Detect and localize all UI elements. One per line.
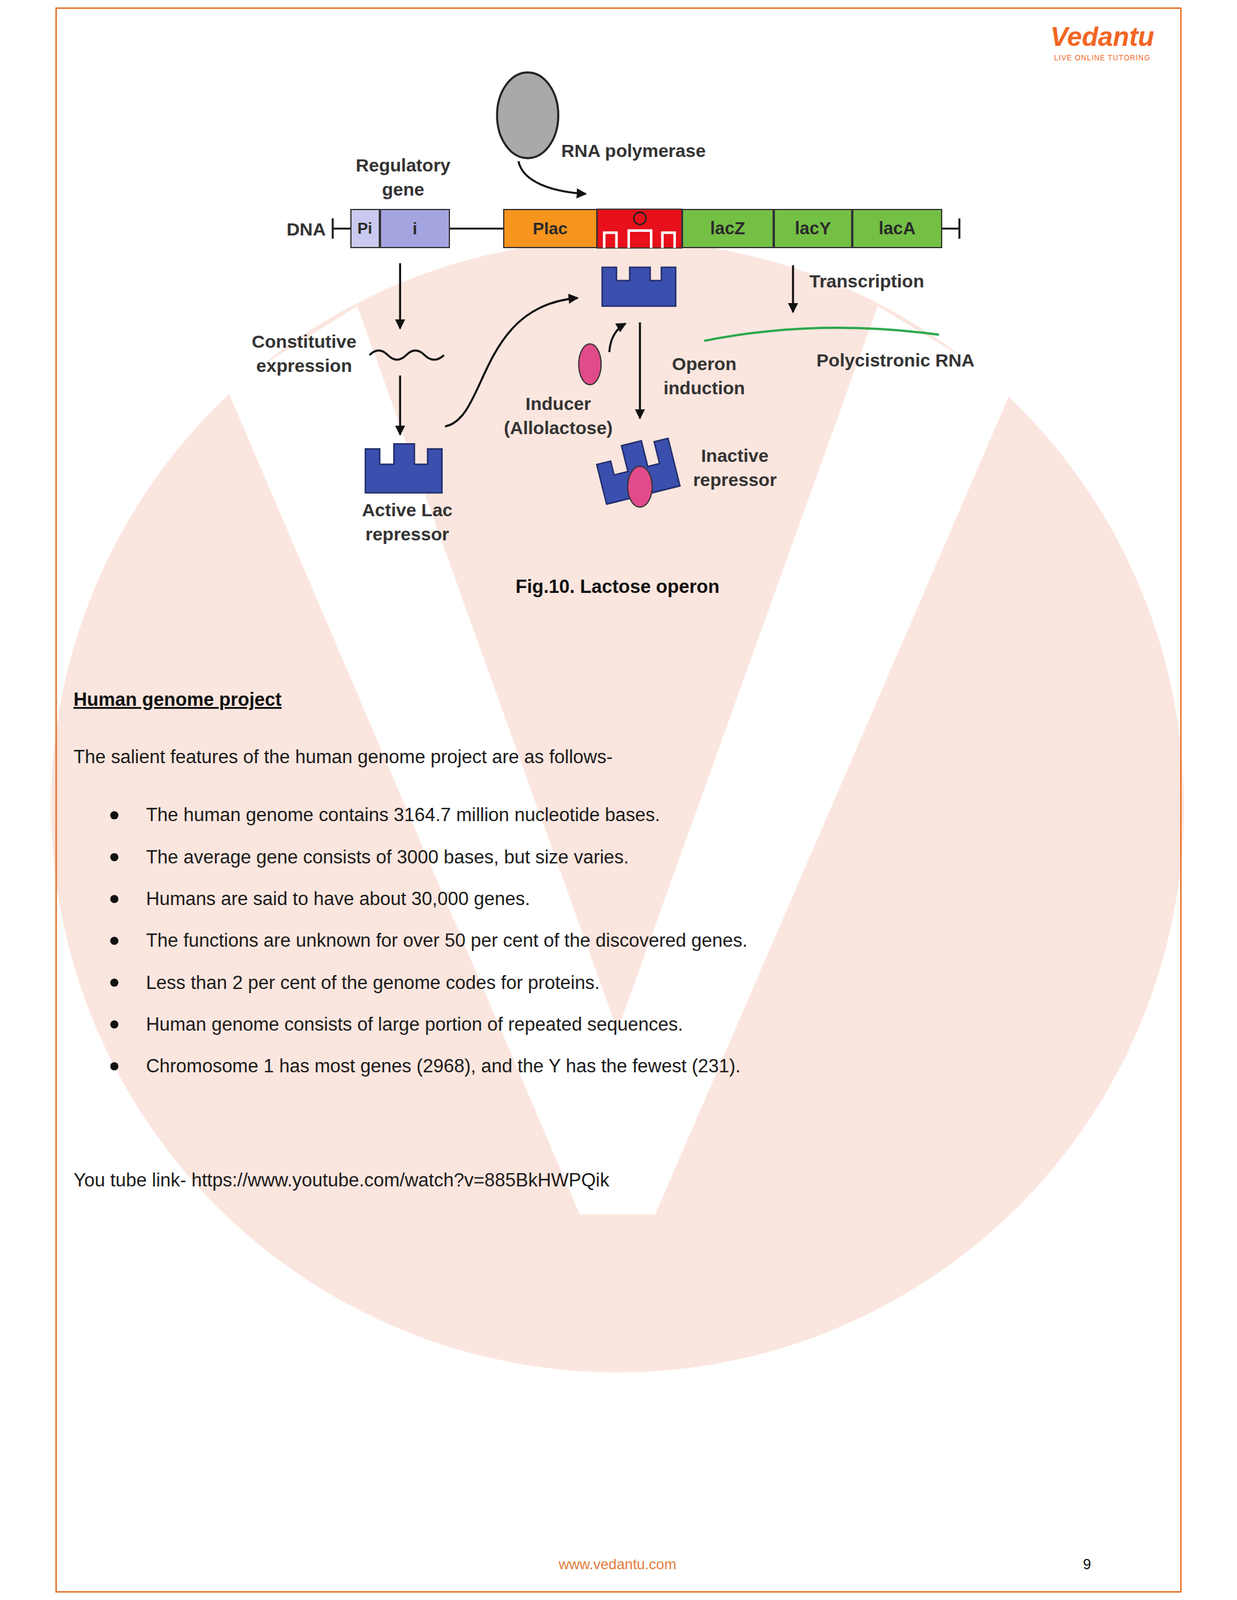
gene-box: lacY xyxy=(773,208,853,248)
gene-box: lacA xyxy=(852,208,943,248)
bound-inducer xyxy=(627,466,653,508)
rna-polymerase xyxy=(497,72,559,159)
bullet-text: Chromosome 1 has most genes (2968), and … xyxy=(146,1054,742,1079)
active-repressor xyxy=(365,443,443,493)
inducer-arrow xyxy=(609,323,626,353)
inducer xyxy=(578,344,601,386)
bullet-text: The average gene consists of 3000 bases,… xyxy=(146,845,630,870)
bullet-text: The functions are unknown for over 50 pe… xyxy=(146,928,748,954)
bullet-text: Human genome consists of large portion o… xyxy=(146,1012,684,1038)
diagram-label: Inducer (Allolactose) xyxy=(494,391,623,441)
body-text: The salient features of the human genome… xyxy=(73,745,614,770)
bullet-dot xyxy=(109,1062,119,1071)
operator-site xyxy=(604,230,675,249)
gene-box: lacZ xyxy=(681,208,774,248)
watermark-circle xyxy=(50,239,1184,1373)
figure-caption: Fig.10. Lactose operon xyxy=(515,575,720,600)
bullet-group xyxy=(109,811,119,1071)
gene-label: Plac xyxy=(532,219,568,239)
bullet-text: Humans are said to have about 30,000 gen… xyxy=(146,887,531,912)
bullet-dot xyxy=(109,1020,119,1030)
footer-url: www.vedantu.com xyxy=(558,1555,677,1575)
operator-dot xyxy=(633,212,646,225)
diagram-label: Operon induction xyxy=(654,352,755,401)
dna-end xyxy=(331,218,334,240)
gene-box: Pi xyxy=(350,208,380,248)
expression-arrow xyxy=(399,263,402,329)
polycistronic-rna xyxy=(704,327,940,342)
bullet-dot xyxy=(109,979,119,988)
diagram-label: DNA xyxy=(286,217,326,242)
gene-box: i xyxy=(379,208,451,248)
diagram-label: Regulatory gene xyxy=(346,153,461,202)
diagram-label: Constitutive expression xyxy=(241,329,367,379)
logo-tagline: LIVE ONLINE TUTORING xyxy=(1053,53,1151,63)
page-number: 9 xyxy=(1082,1555,1091,1575)
diagram-label: Active Lac repressor xyxy=(340,498,475,547)
diagram-label: Polycistronic RNA xyxy=(816,348,975,373)
transcription-arrow xyxy=(791,265,794,313)
page-border xyxy=(56,8,1181,1593)
operator-box xyxy=(597,208,682,248)
dna-end xyxy=(958,218,961,240)
diagram-label: Inactive repressor xyxy=(681,443,789,493)
repressor-mrna xyxy=(369,350,444,360)
bound-repressor xyxy=(602,267,676,307)
bullet-text: The human genome contains 3164.7 million… xyxy=(146,803,661,828)
gene-label: lacZ xyxy=(710,218,746,239)
bullet-text: Less than 2 per cent of the genome codes… xyxy=(146,971,600,996)
bullet-dot xyxy=(109,895,119,904)
gene-label: Pi xyxy=(357,219,373,238)
logo-text: Vedantu xyxy=(1050,19,1155,54)
gene-label: lacY xyxy=(794,218,832,239)
diagram-label: RNA polymerase xyxy=(561,138,706,164)
diagram-label: Transcription xyxy=(809,269,925,294)
induction-arrow xyxy=(639,322,641,419)
gene-label: i xyxy=(412,219,418,239)
binding-arrow xyxy=(518,161,586,194)
translation-arrow xyxy=(399,375,402,435)
bullet-dot xyxy=(109,853,119,862)
bullet-dot xyxy=(109,811,119,821)
section-heading: Human genome project xyxy=(73,687,283,713)
gene-box: Plac xyxy=(503,208,597,248)
gene-label: lacA xyxy=(878,218,916,239)
bullet-dot xyxy=(109,936,119,946)
link-text: You tube link- https://www.youtube.com/w… xyxy=(73,1168,610,1193)
